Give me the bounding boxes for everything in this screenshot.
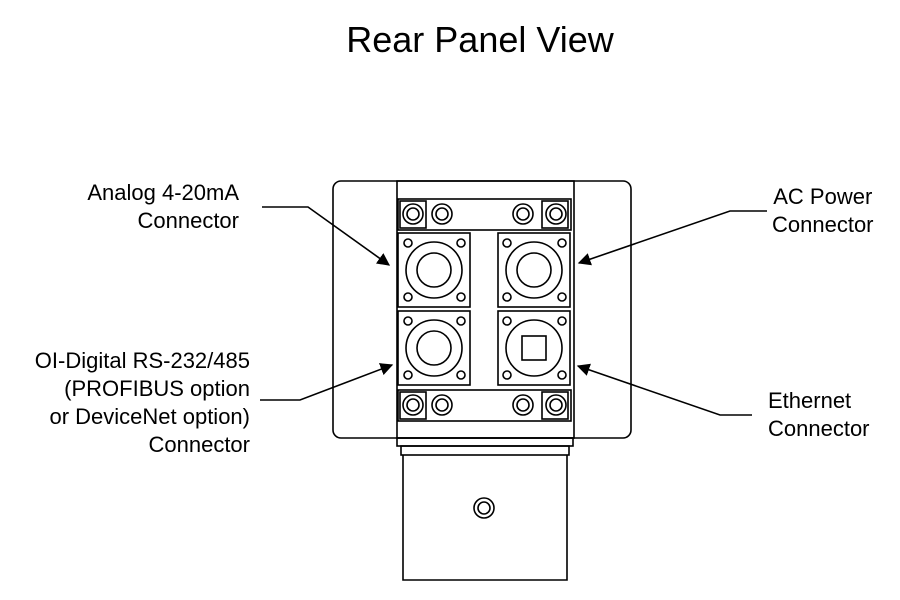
ethernet-connector-label: Ethernet Connector (768, 388, 870, 441)
digital-connector-label: OI-Digital RS-232/485 (PROFIBUS option o… (34, 348, 250, 457)
housing-outline (332, 180, 632, 439)
analog-leader-line (262, 206, 391, 266)
diagram-title: Rear Panel View (346, 19, 614, 60)
ethernet-leader-line (576, 363, 752, 416)
mounting-stem (402, 455, 568, 581)
ac-power-connector (497, 232, 571, 308)
digital-leader-line (260, 363, 394, 401)
digital-connector (397, 310, 471, 386)
ac-power-leader-line (577, 210, 767, 266)
bottom-screw-strip (397, 389, 572, 422)
top-screw-strip (397, 198, 572, 231)
ethernet-connector (497, 310, 571, 386)
mounting-flange (396, 437, 574, 456)
analog-connector-label: Analog 4-20mA Connector (87, 180, 239, 233)
ac-power-connector-label: AC Power Connector (772, 184, 874, 237)
analog-connector (397, 232, 471, 308)
